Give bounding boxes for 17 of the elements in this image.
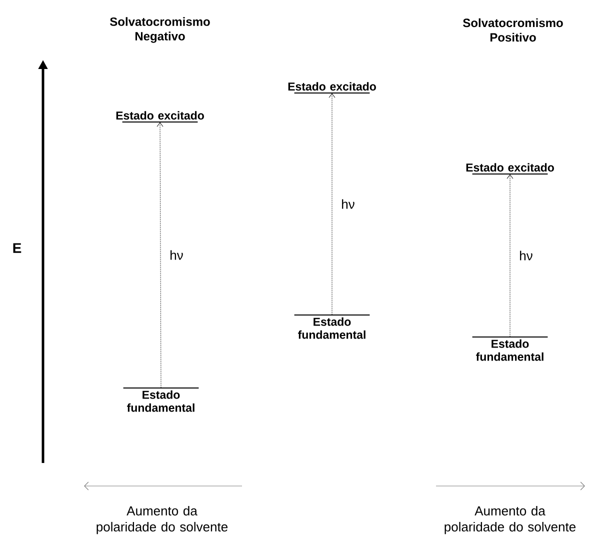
edge-label: hν <box>520 250 532 260</box>
energy-level: Estado fundamental <box>122 388 200 412</box>
energy-level: Estado excitado <box>116 111 204 122</box>
edge-label: hν <box>342 199 354 209</box>
heading: Solvatocromismo Negativo <box>110 17 210 43</box>
energy-level: Estado excitado <box>288 82 376 94</box>
transition-arrow <box>328 93 336 316</box>
transition-arrow <box>156 122 164 388</box>
heading: Solvatocromismo Positivo <box>463 18 563 42</box>
energy-level: Estado excitado <box>466 163 554 174</box>
energy-level: Estado fundamental <box>294 314 370 339</box>
energy-level: Estado fundamental <box>472 336 548 361</box>
caption-text: Aumento da polaridade do solvente <box>96 506 228 534</box>
axis-label: E <box>13 243 22 253</box>
transition-arrow <box>506 174 514 338</box>
caption-text: Aumento da polaridade do solvente <box>444 506 576 534</box>
edge-label: hν <box>170 250 183 260</box>
